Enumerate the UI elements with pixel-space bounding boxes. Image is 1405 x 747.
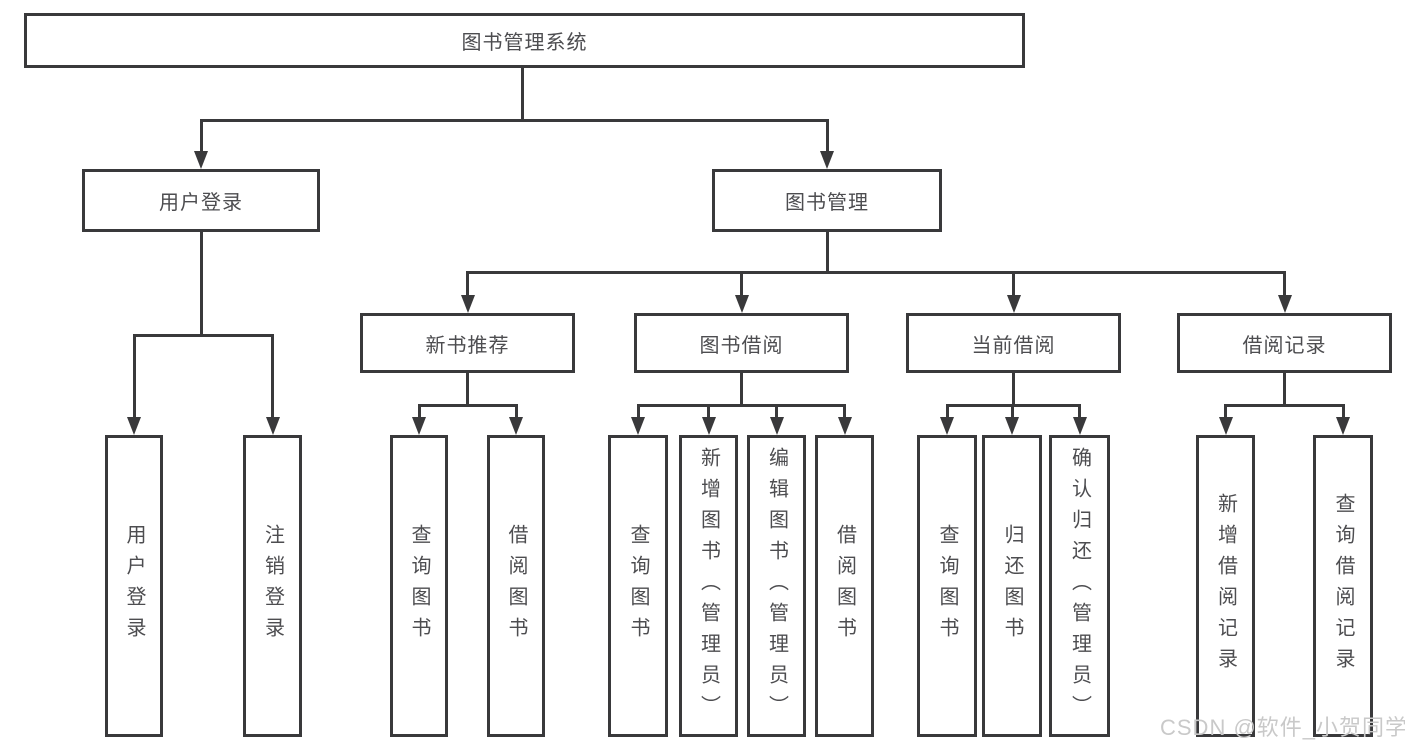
csdn-watermark: CSDN @软件_小贺同学 — [1160, 715, 1405, 740]
connector-vline — [199, 232, 203, 336]
leaf-label: 注销登录 — [261, 524, 284, 648]
leaf-borrow-books-recommend: 借阅图书 — [487, 435, 545, 737]
arrowhead-down-icon — [265, 417, 280, 435]
connector-vline — [1012, 271, 1015, 296]
arrowhead-down-icon — [769, 417, 784, 435]
connector-vline — [1283, 373, 1286, 406]
connector-vline — [636, 404, 640, 418]
leaf-query-books-borrowing: 查询图书 — [608, 435, 668, 737]
leaf-add-book-admin: 新增图书（管理员） — [679, 435, 738, 737]
node-label: 用户登录 — [159, 192, 243, 214]
connector-vline — [199, 120, 203, 152]
connector-vline — [1012, 373, 1015, 406]
arrowhead-down-icon — [127, 417, 141, 435]
leaf-borrow-books: 借阅图书 — [815, 435, 874, 737]
leaf-return-books: 归还图书 — [982, 435, 1042, 737]
leaf-label: 新增图书（管理员） — [697, 446, 720, 726]
leaf-label: 新增借阅记录 — [1214, 493, 1237, 679]
arrowhead-down-icon — [1005, 417, 1019, 435]
connector-hline — [132, 334, 274, 337]
arrowhead-down-icon — [820, 151, 834, 169]
arrowhead-down-icon — [940, 417, 954, 435]
connector-vline — [520, 66, 524, 120]
arrowhead-down-icon — [631, 417, 645, 435]
leaf-logout: 注销登录 — [243, 435, 302, 737]
connector-vline — [740, 373, 743, 406]
arrowhead-down-icon — [837, 417, 852, 435]
connector-vline — [417, 404, 421, 418]
node-current-borrowing: 当前借阅 — [906, 313, 1121, 373]
arrowhead-down-icon — [1006, 295, 1021, 313]
leaf-label: 确认归还（管理员） — [1068, 446, 1091, 726]
node-book-management: 图书管理 — [712, 169, 942, 232]
node-label: 借阅记录 — [1242, 334, 1327, 357]
connector-vline — [1283, 271, 1286, 296]
connector-hline — [417, 404, 516, 407]
arrowhead-down-icon — [1072, 417, 1087, 435]
leaf-label: 查询图书 — [936, 524, 958, 648]
node-root-label: 图书管理系统 — [461, 32, 588, 54]
leaf-label: 查询借阅记录 — [1332, 493, 1354, 679]
node-borrowing-records: 借阅记录 — [1177, 313, 1392, 373]
leaf-label: 用户登录 — [123, 524, 145, 648]
node-label: 当前借阅 — [971, 334, 1056, 357]
leaf-query-books-recommend: 查询图书 — [390, 435, 448, 737]
leaf-label: 借阅图书 — [833, 524, 856, 648]
connector-vline — [466, 271, 469, 296]
connector-hline — [199, 119, 829, 122]
connector-vline — [825, 120, 829, 152]
node-user-login: 用户登录 — [82, 169, 320, 232]
leaf-confirm-return-admin: 确认归还（管理员） — [1049, 435, 1110, 737]
leaf-label: 编辑图书（管理员） — [765, 446, 788, 726]
connector-vline — [1010, 404, 1014, 418]
leaf-query-books-current: 查询图书 — [917, 435, 977, 737]
leaf-label: 借阅图书 — [505, 524, 527, 648]
arrowhead-down-icon — [701, 417, 716, 435]
connector-vline — [1078, 404, 1081, 418]
arrowhead-down-icon — [1218, 417, 1233, 435]
arrowhead-down-icon — [460, 295, 475, 313]
leaf-add-borrow-record: 新增借阅记录 — [1196, 435, 1255, 737]
leaf-query-borrow-record: 查询借阅记录 — [1313, 435, 1373, 737]
connector-vline — [466, 373, 469, 406]
node-label: 图书借阅 — [699, 334, 784, 357]
connector-vline — [843, 404, 846, 418]
leaf-edit-book-admin: 编辑图书（管理员） — [747, 435, 806, 737]
arrowhead-down-icon — [1336, 417, 1350, 435]
connector-vline — [271, 334, 274, 418]
node-label: 新书推荐 — [425, 334, 510, 357]
node-root: 图书管理系统 — [24, 13, 1025, 68]
node-new-book-recommend: 新书推荐 — [360, 313, 575, 373]
connector-vline — [707, 404, 710, 418]
arrowhead-down-icon — [509, 417, 523, 435]
leaf-user-login: 用户登录 — [105, 435, 163, 737]
leaf-label: 归还图书 — [1001, 524, 1023, 648]
connector-vline — [945, 404, 949, 418]
leaf-label: 查询图书 — [408, 524, 430, 648]
arrowhead-down-icon — [194, 151, 208, 169]
connector-hline — [1224, 404, 1343, 407]
arrowhead-down-icon — [734, 295, 749, 313]
node-book-borrowing: 图书借阅 — [634, 313, 849, 373]
connector-vline — [740, 271, 743, 296]
arrowhead-down-icon — [412, 417, 426, 435]
leaf-label: 查询图书 — [627, 524, 649, 648]
connector-vline — [514, 404, 518, 418]
arrowhead-down-icon — [1277, 295, 1292, 313]
connector-hline — [466, 271, 1286, 274]
connector-vline — [132, 334, 136, 418]
connector-hline — [636, 404, 845, 407]
connector-vline — [775, 404, 778, 418]
connector-vline — [1341, 404, 1345, 418]
connector-vline — [825, 232, 829, 273]
node-label: 图书管理 — [785, 192, 869, 214]
connector-vline — [1224, 404, 1227, 418]
